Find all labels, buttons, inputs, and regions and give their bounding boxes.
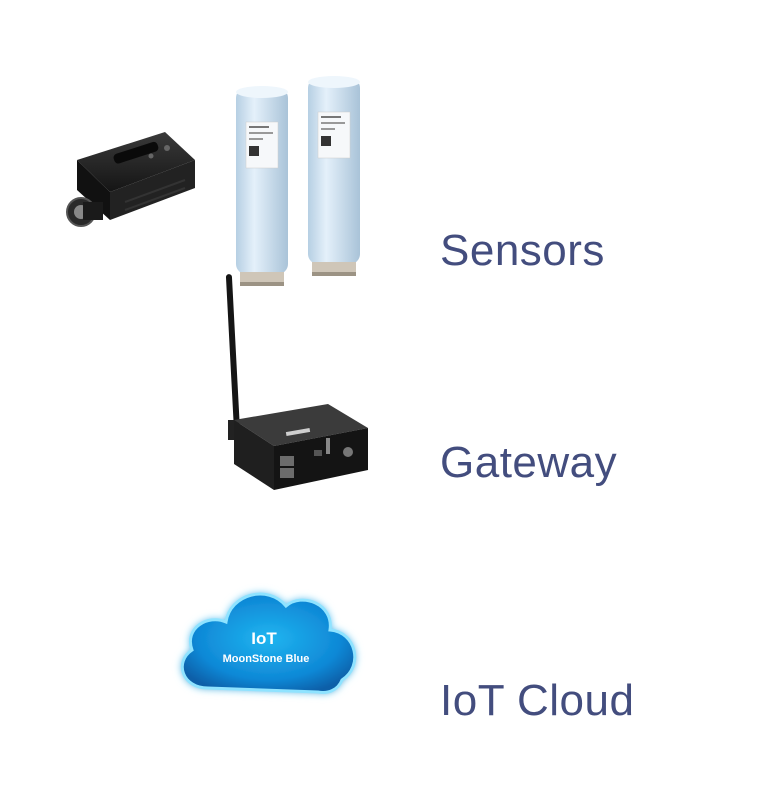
cloud-logo-line1: IoT <box>251 629 277 648</box>
sensor-box-image <box>55 110 210 250</box>
gateway-device-image <box>218 270 378 500</box>
iot-cloud-image: IoT MoonStone Blue <box>168 570 368 710</box>
sensor-box-icon <box>66 132 195 227</box>
cylinder-sensor-icon <box>308 76 360 276</box>
iot-cloud-label: IoT Cloud <box>440 676 635 725</box>
cylinder-sensor-2-image <box>300 72 370 282</box>
gateway-router-icon <box>225 274 368 490</box>
gateway-label: Gateway <box>440 438 618 487</box>
cloud-icon: IoT MoonStone Blue <box>180 592 357 694</box>
cloud-logo-line2: MoonStone Blue <box>223 653 310 665</box>
sensors-label: Sensors <box>440 226 605 275</box>
cylinder-sensor-1-image <box>228 82 298 292</box>
cylinder-sensor-icon <box>236 86 288 286</box>
